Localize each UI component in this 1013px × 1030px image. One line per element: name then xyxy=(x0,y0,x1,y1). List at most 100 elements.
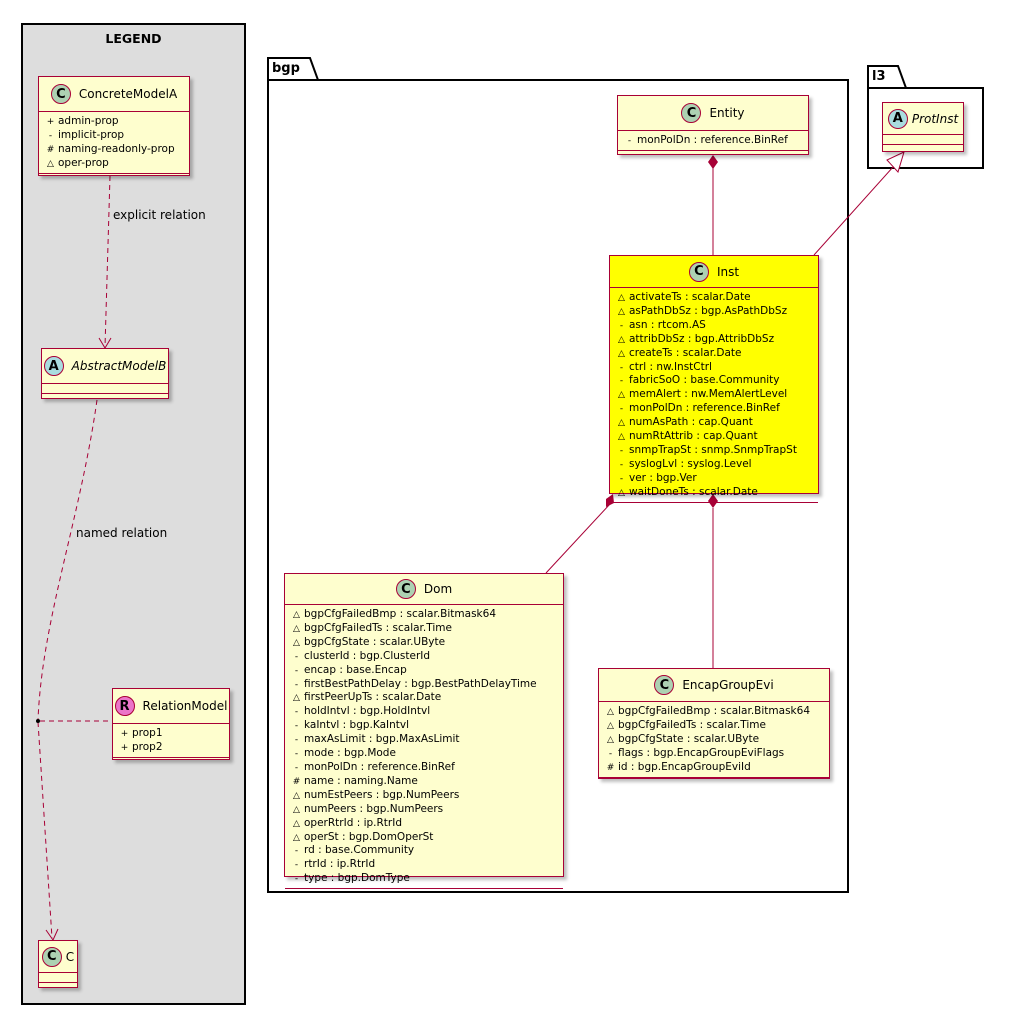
class-attributes: △activateTs : scalar.Date△asPathDbSz : b… xyxy=(610,288,818,503)
attribute-row: #naming-readonly-prop xyxy=(45,143,183,157)
class-badge-icon: C xyxy=(688,261,709,282)
attribute-row: -snmpTrapSt : snmp.SnmpTrapSt xyxy=(616,444,812,458)
attribute-text: monPolDn : reference.BinRef xyxy=(629,402,780,415)
visibility-icon: △ xyxy=(293,637,300,648)
inheritance-triangle xyxy=(886,151,905,173)
explicit-relation-line xyxy=(104,175,111,348)
attribute-text: activateTs : scalar.Date xyxy=(629,291,751,303)
attribute-text: flags : bgp.EncapGroupEviFlags xyxy=(618,746,785,759)
attribute-row: -firstBestPathDelay : bgp.BestPathDelayT… xyxy=(291,678,557,692)
named-relation-label: named relation xyxy=(76,526,168,540)
class-name: Dom xyxy=(423,582,453,596)
attribute-row: -holdIntvl : bgp.HoldIntvl xyxy=(291,705,557,719)
visibility-icon: △ xyxy=(293,610,300,620)
visibility-icon: △ xyxy=(618,418,625,429)
class-name: EncapGroupEvi xyxy=(682,678,774,692)
abstract-badge-icon: A xyxy=(43,356,64,376)
attribute-text: bgpCfgFailedTs : scalar.Time xyxy=(618,718,766,731)
attribute-row: -flags : bgp.EncapGroupEviFlags xyxy=(605,747,823,761)
visibility-icon: △ xyxy=(293,832,300,843)
class-name: C xyxy=(65,949,75,964)
visibility-icon: - xyxy=(48,130,53,141)
attribute-row: △numRtAttrib : cap.Quant xyxy=(616,430,812,444)
attribute-text: operSt : bgp.DomOperSt xyxy=(304,830,434,843)
attribute-row: △memAlert : nw.MemAlertLevel xyxy=(616,388,812,402)
attribute-row: △numPeers : bgp.NumPeers xyxy=(291,803,557,817)
attribute-text: ver : bgp.Ver xyxy=(629,471,697,484)
attribute-text: prop1 xyxy=(132,727,163,739)
l3-package-title: l3 xyxy=(872,69,886,84)
attribute-text: kaIntvl : bgp.KaIntvl xyxy=(304,719,410,732)
visibility-icon: △ xyxy=(607,707,614,717)
visibility-icon: △ xyxy=(618,432,625,443)
attribute-text: asPathDbSz : bgp.AsPathDbSz xyxy=(629,304,788,317)
attribute-text: id : bgp.EncapGroupEviId xyxy=(618,760,751,773)
attribute-text: operRtrId : ip.RtrId xyxy=(304,816,402,829)
attribute-row: △activateTs : scalar.Date xyxy=(616,291,812,305)
visibility-icon: # xyxy=(46,144,55,155)
class-header: C C xyxy=(39,941,77,973)
attribute-text: name : naming.Name xyxy=(304,774,418,787)
visibility-icon: - xyxy=(294,762,299,773)
abstract-model-b-class: A AbstractModelB xyxy=(41,348,169,399)
attribute-text: clusterId : bgp.ClusterId xyxy=(304,649,431,662)
attribute-text: prop2 xyxy=(132,740,163,753)
visibility-icon: △ xyxy=(293,693,300,704)
attribute-row: +prop1 xyxy=(119,727,223,741)
visibility-icon: - xyxy=(619,376,624,387)
attribute-row: △numAsPath : cap.Quant xyxy=(616,416,812,430)
attribute-text: rtrId : ip.RtrId xyxy=(304,858,376,871)
attribute-text: syslogLvl : syslog.Level xyxy=(629,457,752,470)
attribute-row: -ctrl : nw.InstCtrl xyxy=(616,361,812,375)
class-attributes: -monPolDn : reference.BinRef xyxy=(618,131,808,151)
attribute-row: +prop2 xyxy=(119,741,223,755)
inst-protinst-line xyxy=(813,166,894,256)
class-header: C Dom xyxy=(285,574,563,605)
attribute-row: -type : bgp.DomType xyxy=(291,872,557,886)
attribute-row: -monPolDn : reference.BinRef xyxy=(624,134,802,148)
class-header: C Inst xyxy=(610,256,818,288)
attribute-text: bgpCfgFailedBmp : scalar.Bitmask64 xyxy=(304,608,496,620)
attribute-text: monPolDn : reference.BinRef xyxy=(304,760,455,773)
attribute-row: -monPolDn : reference.BinRef xyxy=(291,761,557,775)
attribute-text: snmpTrapSt : snmp.SnmpTrapSt xyxy=(629,443,797,456)
visibility-icon: - xyxy=(619,473,624,484)
attribute-text: holdIntvl : bgp.HoldIntvl xyxy=(304,705,431,718)
inst-class: C Inst △activateTs : scalar.Date△asPathD… xyxy=(609,255,819,503)
visibility-icon: - xyxy=(294,735,299,746)
attribute-row: -rd : base.Community xyxy=(291,844,557,858)
abstract-badge-icon: A xyxy=(887,108,908,129)
attribute-text: monPolDn : reference.BinRef xyxy=(637,134,788,146)
visibility-icon: + xyxy=(120,729,129,739)
visibility-icon: △ xyxy=(293,818,300,829)
class-badge-icon: C xyxy=(681,103,702,123)
attribute-text: createTs : scalar.Date xyxy=(629,346,742,359)
visibility-icon: △ xyxy=(618,334,625,345)
attribute-text: numEstPeers : bgp.NumPeers xyxy=(304,788,460,801)
entity-composition-diamond xyxy=(708,155,718,169)
attribute-text: memAlert : nw.MemAlertLevel xyxy=(629,388,788,401)
visibility-icon: - xyxy=(627,136,632,146)
attribute-row: △ bgpCfgFailedBmp : scalar.Bitmask64 xyxy=(291,608,557,622)
attribute-row: △ operRtrId : ip.RtrId xyxy=(291,817,557,831)
named-relation-line xyxy=(37,399,98,721)
visibility-icon: △ xyxy=(607,734,614,745)
class-attributes: +admin-prop-implicit-prop#naming-readonl… xyxy=(39,112,189,174)
named-relation-line-down xyxy=(37,721,53,939)
class-name: Inst xyxy=(716,264,740,279)
class-attributes xyxy=(42,384,168,394)
attribute-row: △waitDoneTs : scalar.Date xyxy=(616,486,812,500)
attribute-row: -implicit-prop xyxy=(45,129,183,143)
class-badge-icon: C xyxy=(395,579,416,599)
relation-model-class: R RelationModel +prop1+prop2 xyxy=(112,688,230,760)
class-name: ProtInst xyxy=(911,111,959,126)
attribute-row: △bgpCfgState : scalar.UByte xyxy=(291,636,557,650)
dom-class: C Dom △ bgpCfgFailedBmp : scalar.Bitmask6… xyxy=(284,573,564,890)
class-badge-icon: C xyxy=(654,675,675,695)
class-attributes: △bgpCfgFailedBmp : scalar.Bitmask64△bgpC… xyxy=(599,702,829,778)
attribute-row: △bgpCfgFailedTs : scalar.Time xyxy=(605,719,823,733)
visibility-icon: - xyxy=(294,679,299,690)
class-attributes xyxy=(39,973,77,983)
attribute-row: △bgpCfgFailedBmp : scalar.Bitmask64 xyxy=(605,705,823,719)
class-header: C Entity xyxy=(618,96,808,131)
